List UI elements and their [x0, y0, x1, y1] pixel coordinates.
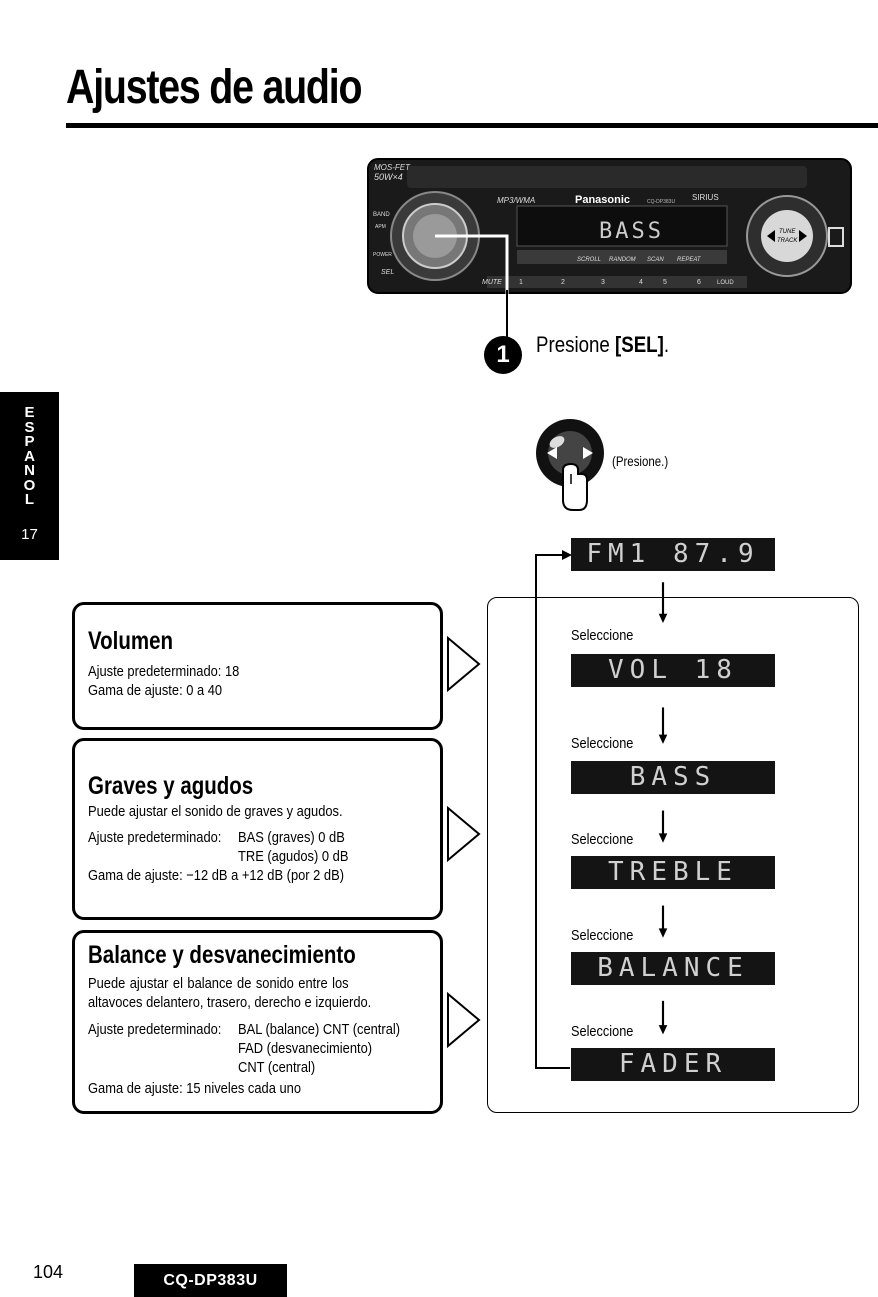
bass-treble-info-box: Graves y agudos Puede ajustar el sonido … [72, 738, 443, 920]
radio-label-apm: APM [375, 224, 386, 230]
side-letter: A [24, 447, 35, 465]
step-key: [SEL] [615, 332, 664, 357]
balance-fader-default-bal: BAL (balance) CNT (central) [238, 1021, 401, 1038]
radio-faceplate-illustration: MOS-FET 50W×4 MP3/WMA Panasonic CQ-DP383… [367, 158, 852, 294]
balance-fader-default-fad: FAD (desvanecimiento) [238, 1040, 373, 1057]
bass-treble-intro: Puede ajustar el sonido de graves y agud… [88, 803, 343, 820]
selection-flow-panel [487, 597, 859, 1113]
bass-treble-default-treble: TRE (agudos) 0 dB [238, 848, 349, 865]
down-arrow [658, 707, 668, 744]
side-letter: E [24, 404, 35, 421]
down-arrow [658, 1000, 668, 1035]
lcd-start-display: FM1 87.9 [571, 538, 775, 571]
loop-return-arrow [535, 550, 572, 1069]
radio-label-tune: TUNE [779, 229, 796, 235]
down-arrow [658, 905, 668, 938]
select-label: Seleccione [571, 627, 634, 644]
bass-treble-default-label: Ajuste predeterminado: [88, 829, 222, 846]
lcd-balance: BALANCE [571, 952, 775, 985]
radio-label-track: TRACK [777, 238, 798, 244]
balance-fader-intro-1: Puede ajustar el balance de sonido entre… [88, 975, 349, 992]
select-label: Seleccione [571, 735, 634, 752]
pointer-triangle [447, 992, 481, 1048]
radio-label-mute: MUTE [482, 279, 502, 286]
lcd-bass: BASS [571, 761, 775, 794]
radio-label-sel: SEL [381, 269, 394, 276]
select-label: Seleccione [571, 1023, 634, 1040]
radio-label-scan: SCAN [647, 257, 664, 263]
radio-label-random: RANDOM [609, 257, 636, 263]
side-letter: P [24, 433, 35, 450]
press-label: (Presione.) [612, 453, 669, 469]
volume-default: Ajuste predeterminado: 18 [88, 663, 240, 680]
radio-label-scroll: SCROLL [577, 257, 601, 263]
bass-treble-title: Graves y agudos [88, 772, 254, 800]
step-callout-line [506, 290, 508, 338]
radio-label-sirius: SIRIUS [692, 193, 719, 202]
balance-fader-intro-2: altavoces delantero, trasero, derecho e … [88, 994, 372, 1011]
radio-label-loud: LOUD [717, 280, 734, 286]
page-number: 104 [33, 1262, 64, 1282]
side-letter: L [24, 491, 35, 508]
radio-label-power: POWER [373, 252, 392, 258]
radio-preset: 3 [601, 279, 605, 286]
radio-label-model: CQ-DP383U [647, 199, 675, 205]
select-label: Seleccione [571, 927, 634, 944]
radio-label-repeat: REPEAT [677, 257, 702, 263]
language-side-tab: E S P A N O L 17 [0, 392, 59, 560]
radio-preset: 1 [519, 279, 523, 286]
down-arrow [658, 582, 668, 623]
radio-label-format: MP3/WMA [497, 196, 535, 205]
radio-label-watts: 50W×4 [374, 172, 403, 182]
radio-preset: 2 [561, 279, 565, 286]
model-number-badge: CQ-DP383U [134, 1264, 287, 1297]
side-letter: N [24, 462, 35, 479]
volume-title: Volumen [88, 627, 174, 655]
lcd-fader: FADER [571, 1048, 775, 1081]
radio-brand: Panasonic [575, 194, 630, 206]
balance-fader-info-box: Balance y desvanecimiento Puede ajustar … [72, 930, 443, 1114]
radio-display: BASS [599, 219, 664, 244]
radio-label-band: BAND [373, 212, 390, 218]
lcd-treble: TREBLE [571, 856, 775, 889]
side-letter: O [23, 476, 36, 494]
balance-fader-title: Balance y desvanecimiento [88, 941, 356, 969]
side-tab-letters: E S P A N O L [0, 404, 59, 508]
volume-range: Gama de ajuste: 0 a 40 [88, 682, 223, 699]
radio-label-mosfet: MOS-FET [374, 163, 411, 172]
title-rule [66, 123, 878, 128]
step-text-prefix: Presione [536, 332, 616, 357]
bass-treble-range: Gama de ajuste: −12 dB a +12 dB (por 2 d… [88, 867, 345, 884]
balance-fader-default-cnt: CNT (central) [238, 1059, 316, 1076]
balance-fader-default-label: Ajuste predeterminado: [88, 1021, 222, 1038]
radio-preset: 5 [663, 279, 667, 286]
volume-info-box: Volumen Ajuste predeterminado: 18 Gama d… [72, 602, 443, 730]
side-letter: S [24, 418, 35, 436]
radio-preset: 4 [639, 279, 643, 286]
side-tab-number: 17 [21, 526, 38, 543]
step-instruction: Presione [SEL]. [536, 332, 669, 358]
pointer-triangle [447, 806, 481, 862]
down-arrow [658, 810, 668, 843]
select-label: Seleccione [571, 831, 634, 848]
pointer-triangle [447, 636, 481, 692]
balance-fader-range: Gama de ajuste: 15 niveles cada uno [88, 1080, 301, 1097]
radio-preset: 6 [697, 279, 701, 286]
step-number-badge: 1 [484, 336, 522, 374]
page-title: Ajustes de audio [66, 61, 362, 114]
lcd-volume: VOL 18 [571, 654, 775, 687]
step-text-suffix: . [663, 332, 670, 357]
knob-press-icon [536, 419, 604, 511]
bass-treble-default-bass: BAS (graves) 0 dB [238, 829, 345, 846]
